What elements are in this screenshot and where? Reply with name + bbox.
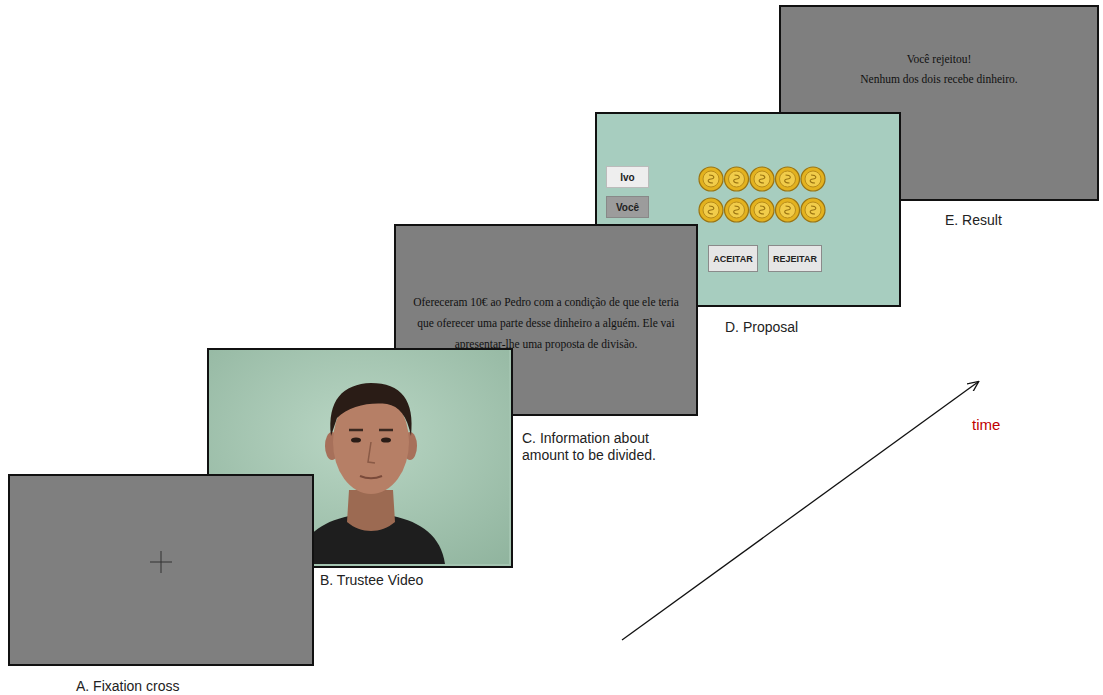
screen-caption: A. Fixation cross [76, 678, 276, 695]
player-label: Você [606, 196, 649, 218]
screen-caption: D. Proposal [725, 319, 875, 336]
screen-text: Nenhum dos dois recebe dinheiro. [781, 69, 1097, 89]
fixation-cross [10, 476, 312, 664]
reject-button: REJEITAR [768, 245, 822, 272]
screen-caption: C. Information about amount to be divide… [522, 430, 690, 464]
box-text: Ivo [620, 172, 634, 183]
screen-caption: B. Trustee Video [320, 572, 520, 589]
accept-button: ACEITAR [708, 245, 758, 272]
fixation-screen: A. Fixation cross [8, 474, 314, 666]
player-label: Ivo [606, 166, 649, 188]
screen-text: Você rejeitou! [781, 49, 1097, 69]
screen-caption: E. Result [945, 212, 1065, 229]
box-text: Você [616, 202, 639, 213]
box-text: REJEITAR [773, 254, 817, 264]
axis-label: time [972, 416, 1000, 433]
box-text: ACEITAR [713, 254, 752, 264]
screen-text: Ofereceram 10€ ao Pedro com a condição d… [410, 292, 682, 355]
